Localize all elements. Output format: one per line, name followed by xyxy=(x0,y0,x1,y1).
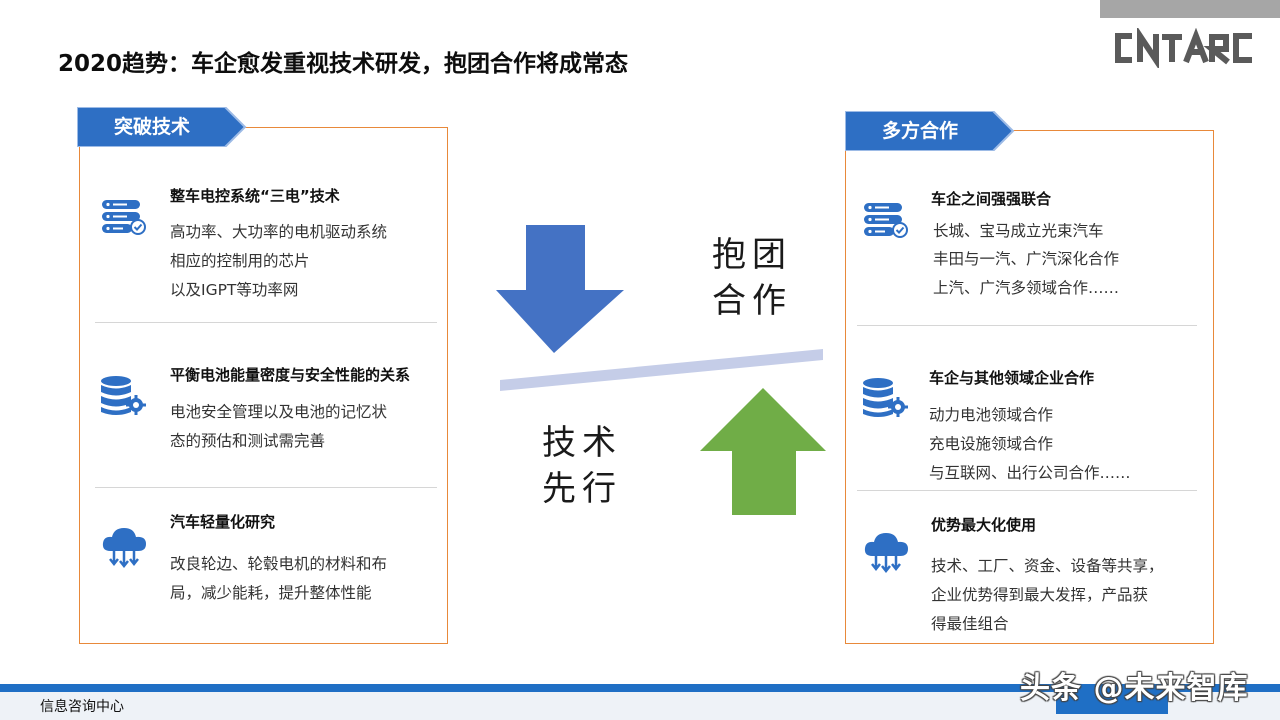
left-panel-tab: 突破技术 xyxy=(77,107,247,147)
seesaw-bar xyxy=(500,349,823,391)
left-item-1-line-2: 相应的控制用的芯片 xyxy=(170,252,310,270)
right-item-1-line-1: 长城、宝马成立光束汽车 xyxy=(933,222,1104,240)
cooperation-text-line-2: 合作 xyxy=(712,281,792,321)
right-item-2-line-3: 与互联网、出行公司合作…… xyxy=(929,464,1131,482)
database-gear-icon xyxy=(863,378,908,417)
right-panel xyxy=(845,130,1214,644)
right-divider-1 xyxy=(857,325,1197,326)
up-arrow xyxy=(700,388,826,515)
right-divider-2 xyxy=(857,490,1197,491)
cloud-download-icon xyxy=(864,533,908,574)
footer-blue-band xyxy=(0,684,1280,692)
right-item-1-title: 车企之间强强联合 xyxy=(931,190,1052,208)
left-divider-1 xyxy=(95,322,437,323)
technology-first-text: 技术 先行 xyxy=(542,420,622,512)
left-item-1-line-1: 高功率、大功率的电机驱动系统 xyxy=(170,223,388,241)
footer-blue-box xyxy=(1056,692,1168,714)
technology-text-line-1: 技术 xyxy=(542,423,622,463)
cooperation-text-line-1: 抱团 xyxy=(712,235,792,275)
right-item-3-line-2: 企业优势得到最大发挥，产品获 xyxy=(931,586,1149,604)
slide-title: 2020趋势：车企愈发重视技术研发，抱团合作将成常态 xyxy=(58,51,629,77)
right-item-2-line-1: 动力电池领域合作 xyxy=(929,406,1054,424)
cntarc-logo xyxy=(1115,28,1252,68)
seesaw-diagram xyxy=(496,225,826,515)
left-item-3-line-2: 局，减少能耗，提升整体性能 xyxy=(170,584,372,602)
left-item-1-title: 整车电控系统“三电”技术 xyxy=(170,187,340,205)
right-item-2-title: 车企与其他领域企业合作 xyxy=(929,369,1095,387)
server-check-icon xyxy=(864,203,908,238)
right-panel-tab-label: 多方合作 xyxy=(881,120,958,142)
left-item-3-line-1: 改良轮边、轮毂电机的材料和布 xyxy=(170,555,388,573)
right-item-3-line-1: 技术、工厂、资金、设备等共享， xyxy=(931,557,1164,575)
right-item-2-line-2: 充电设施领域合作 xyxy=(929,435,1054,453)
right-panel-tab: 多方合作 xyxy=(845,111,1015,151)
left-item-2-line-2: 态的预估和测试需完善 xyxy=(170,432,326,450)
left-item-1-line-3: 以及IGPT等功率网 xyxy=(170,281,299,299)
tab-arrow-shape xyxy=(845,111,1015,151)
cloud-download-icon xyxy=(102,528,146,569)
left-item-3-title: 汽车轻量化研究 xyxy=(170,513,276,531)
right-item-1-line-3: 上汽、广汽多领域合作…… xyxy=(933,279,1120,297)
tab-arrow-shape xyxy=(77,107,247,147)
cooperation-text: 抱团 合作 xyxy=(712,232,792,324)
right-item-3-line-3: 得最佳组合 xyxy=(931,615,1009,633)
database-gear-icon xyxy=(101,376,146,415)
watermark-text: 头条 @未来智库 xyxy=(1020,671,1249,706)
left-panel-tab-label: 突破技术 xyxy=(113,116,190,138)
right-item-3-title: 优势最大化使用 xyxy=(931,516,1037,534)
left-divider-2 xyxy=(95,487,437,488)
technology-text-line-2: 先行 xyxy=(542,469,622,509)
down-arrow xyxy=(496,225,624,353)
right-item-1-line-2: 丰田与一汽、广汽深化合作 xyxy=(933,250,1120,268)
footer-org-label: 信息咨询中心 xyxy=(40,699,124,715)
left-panel xyxy=(79,127,448,644)
left-item-2-title: 平衡电池能量密度与安全性能的关系 xyxy=(170,366,411,384)
top-gray-bar xyxy=(1100,0,1280,18)
left-item-2-line-1: 电池安全管理以及电池的记忆状 xyxy=(170,403,388,421)
server-check-icon xyxy=(102,200,146,235)
